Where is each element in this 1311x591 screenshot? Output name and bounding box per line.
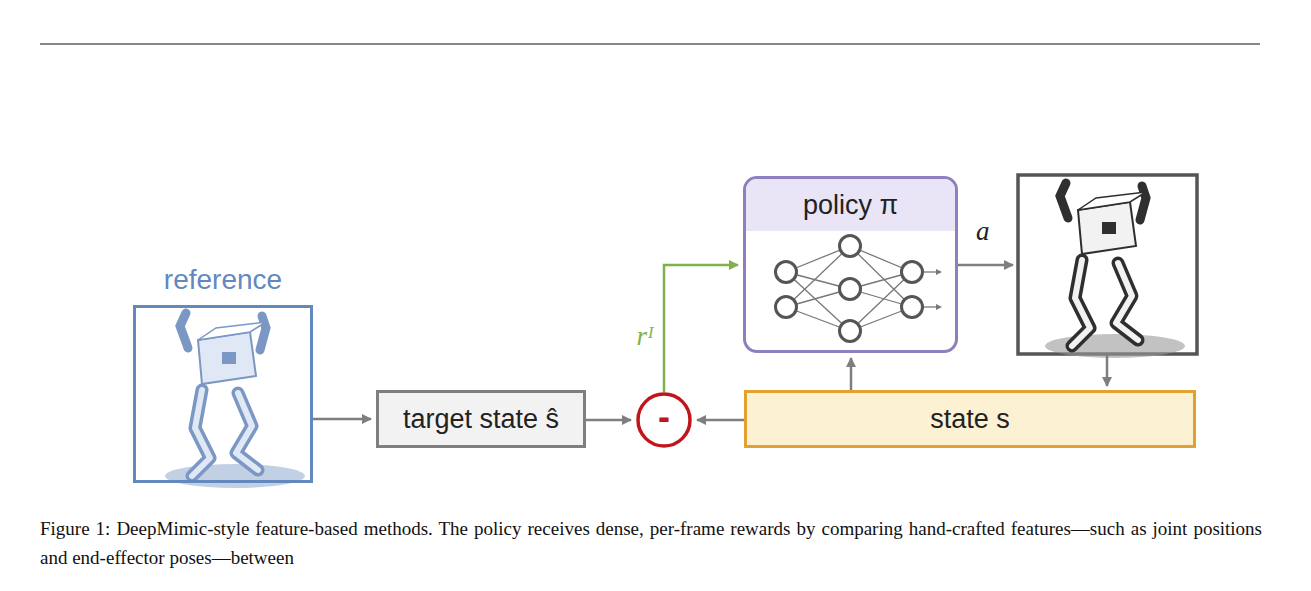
policy-box: policy π	[743, 176, 958, 353]
node-label: state s	[930, 404, 1010, 435]
action-symbol: a	[976, 218, 990, 245]
network-icon	[776, 236, 943, 342]
state-box: state s	[744, 390, 1196, 448]
reference-frame: reference	[133, 305, 313, 483]
flow-connector	[850, 358, 853, 390]
target-box: target state ŝ	[376, 390, 586, 448]
difference-node: -	[636, 392, 692, 448]
figure-caption: Figure 1: DeepMimic-style feature-based …	[40, 514, 1262, 572]
action-arrow	[958, 264, 1013, 267]
operator-sign: -	[658, 399, 670, 435]
flow-connector	[697, 419, 744, 422]
flow-connector	[586, 419, 631, 422]
reward-symbol: rᴵ	[634, 323, 656, 350]
flow-connector	[313, 418, 371, 421]
node-label: target state ŝ	[403, 404, 559, 435]
top-rule	[40, 43, 1260, 44]
reference-robot	[165, 313, 305, 488]
observe-arrow	[1106, 354, 1109, 386]
output-frame	[1018, 175, 1197, 354]
node-label: policy π	[803, 190, 898, 221]
policy-header: policy π	[746, 179, 955, 231]
node-heading: reference	[136, 264, 310, 296]
reward-connector	[664, 265, 738, 392]
output-robot	[1045, 183, 1185, 358]
